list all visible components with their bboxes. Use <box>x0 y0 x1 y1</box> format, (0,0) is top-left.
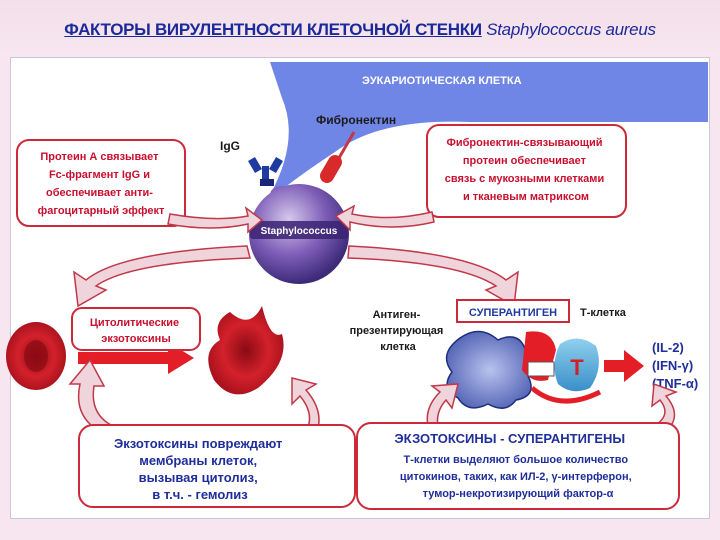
exotoxin-box <box>78 424 356 508</box>
cytolytic-line-1: Цитолитические <box>90 317 179 329</box>
protein-a-line-4: фагоцитарный эффект <box>38 205 165 217</box>
superantigen-label-box <box>456 299 570 323</box>
superantigen-box-line-3: цитокинов, таких, как ИЛ-2, γ-интерферон… <box>400 471 632 483</box>
staphylococcus-label: Staphylococcus <box>261 226 338 237</box>
svg-text:Протеин А связывает Fc-фра: Протеин А связывает Fc-фрагмент IgG и об… <box>38 151 165 217</box>
mhc-connector <box>527 361 555 377</box>
fibronectin-box-line-2: протеин обеспечивает <box>463 155 587 167</box>
t-cell <box>554 338 599 392</box>
apc-label-line-2: презентирующая <box>350 325 444 337</box>
superantigen-box-line-2: Т-клетки выделяют большое количество <box>403 454 628 466</box>
title-species: Staphylococcus aureus <box>486 20 656 39</box>
svg-text:(IL-2) (IFN-γ) (TNF-α): (IL-2) (IFN-γ) (TNF-α) <box>652 340 698 391</box>
eukaryotic-cell-label: ЭУКАРИОТИЧЕСКАЯ КЛЕТКА <box>362 75 522 87</box>
svg-text:Фибронектин-связывающий пр: Фибронектин-связывающий протеин обеспечи… <box>445 137 608 203</box>
cytolytic-line-2: экзотоксины <box>101 333 170 345</box>
fibronectin-rod <box>337 131 356 159</box>
t-cell-label: Т-клетка <box>580 307 627 319</box>
apc-label-line-3: клетка <box>380 341 416 353</box>
superantigen-box-line-1: ЭКЗОТОКСИНЫ - СУПЕРАНТИГЕНЫ <box>394 431 625 446</box>
fibronectin-binding-protein <box>320 155 342 183</box>
eukaryotic-cell <box>270 62 708 195</box>
svg-text:Антиген- презентирующая: Антиген- презентирующая клетка <box>350 309 447 353</box>
exotoxin-line-2: мембраны клеток, <box>139 453 257 468</box>
title-main: ФАКТОРЫ ВИРУЛЕНТНОСТИ КЛЕТОЧНОЙ СТЕНКИ <box>64 20 482 39</box>
svg-text:ЭКЗОТОКСИНЫ - СУПЕРАНТИГЕНЫ: ЭКЗОТОКСИНЫ - СУПЕРАНТИГЕНЫ Т-клетки выд… <box>394 430 636 500</box>
page-title: ФАКТОРЫ ВИРУЛЕНТНОСТИ КЛЕТОЧНОЙ СТЕНКИ S… <box>0 20 720 40</box>
svg-text:Экзотоксины повреждают мем: Экзотоксины повреждают мембраны клеток, … <box>114 436 286 502</box>
apc-label-line-1: Антиген- <box>373 309 421 321</box>
igg-antibody-icon <box>248 156 283 186</box>
fibronectin-box <box>426 124 627 218</box>
superantigen-label: СУПЕРАНТИГЕН <box>469 307 557 319</box>
t-cell-receptor-arc <box>530 386 602 404</box>
arrow-fibronectin <box>334 204 435 232</box>
fibronectin-box-line-4: и тканевым матриксом <box>463 191 589 203</box>
rbc-intact-center <box>24 340 48 372</box>
arrow-rbc <box>78 342 194 374</box>
fibronectin-box-line-3: связь с мукозными клетками <box>445 173 604 185</box>
protein-a-line-1: Протеин А связывает <box>40 151 159 163</box>
fibronectin-label: Фибронектин <box>316 113 396 127</box>
fibronectin-box-line-1: Фибронектин-связывающий <box>446 137 602 149</box>
svg-text:Цитолитические экзотоксины: Цитолитические экзотоксины <box>90 317 182 345</box>
arrow-down-right <box>347 245 519 308</box>
title-bar: ФАКТОРЫ ВИРУЛЕНТНОСТИ КЛЕТОЧНОЙ СТЕНКИ S… <box>0 0 720 56</box>
exotoxin-line-1: Экзотоксины повреждают <box>114 436 282 451</box>
arrow-protein-a <box>167 206 264 234</box>
superantigen-box-line-4: тумор-некротизирующий фактор-α <box>423 488 614 500</box>
cytokine-ifn: (IFN-γ) <box>652 358 693 373</box>
exotoxin-line-3: вызывая цитолиз, <box>139 470 258 485</box>
exotoxin-line-4: в т.ч. - гемолиз <box>152 487 248 502</box>
t-cell-letter: T <box>570 355 584 380</box>
cytolytic-box <box>71 307 201 351</box>
rbc-damaged <box>208 306 284 395</box>
cytokine-il2: (IL-2) <box>652 340 684 355</box>
antigen-presenting-cell <box>445 330 535 409</box>
igg-label: IgG <box>220 139 240 153</box>
staph-label-bg <box>250 221 348 239</box>
protein-a-line-2: Fc-фрагмент IgG и <box>49 169 150 181</box>
protein-a-line-3: обеспечивает анти- <box>46 187 153 199</box>
superantigen-box <box>356 422 680 510</box>
arrow-cytokines <box>604 350 644 382</box>
protein-a-box <box>16 139 186 227</box>
arrow-down-left <box>73 245 251 308</box>
